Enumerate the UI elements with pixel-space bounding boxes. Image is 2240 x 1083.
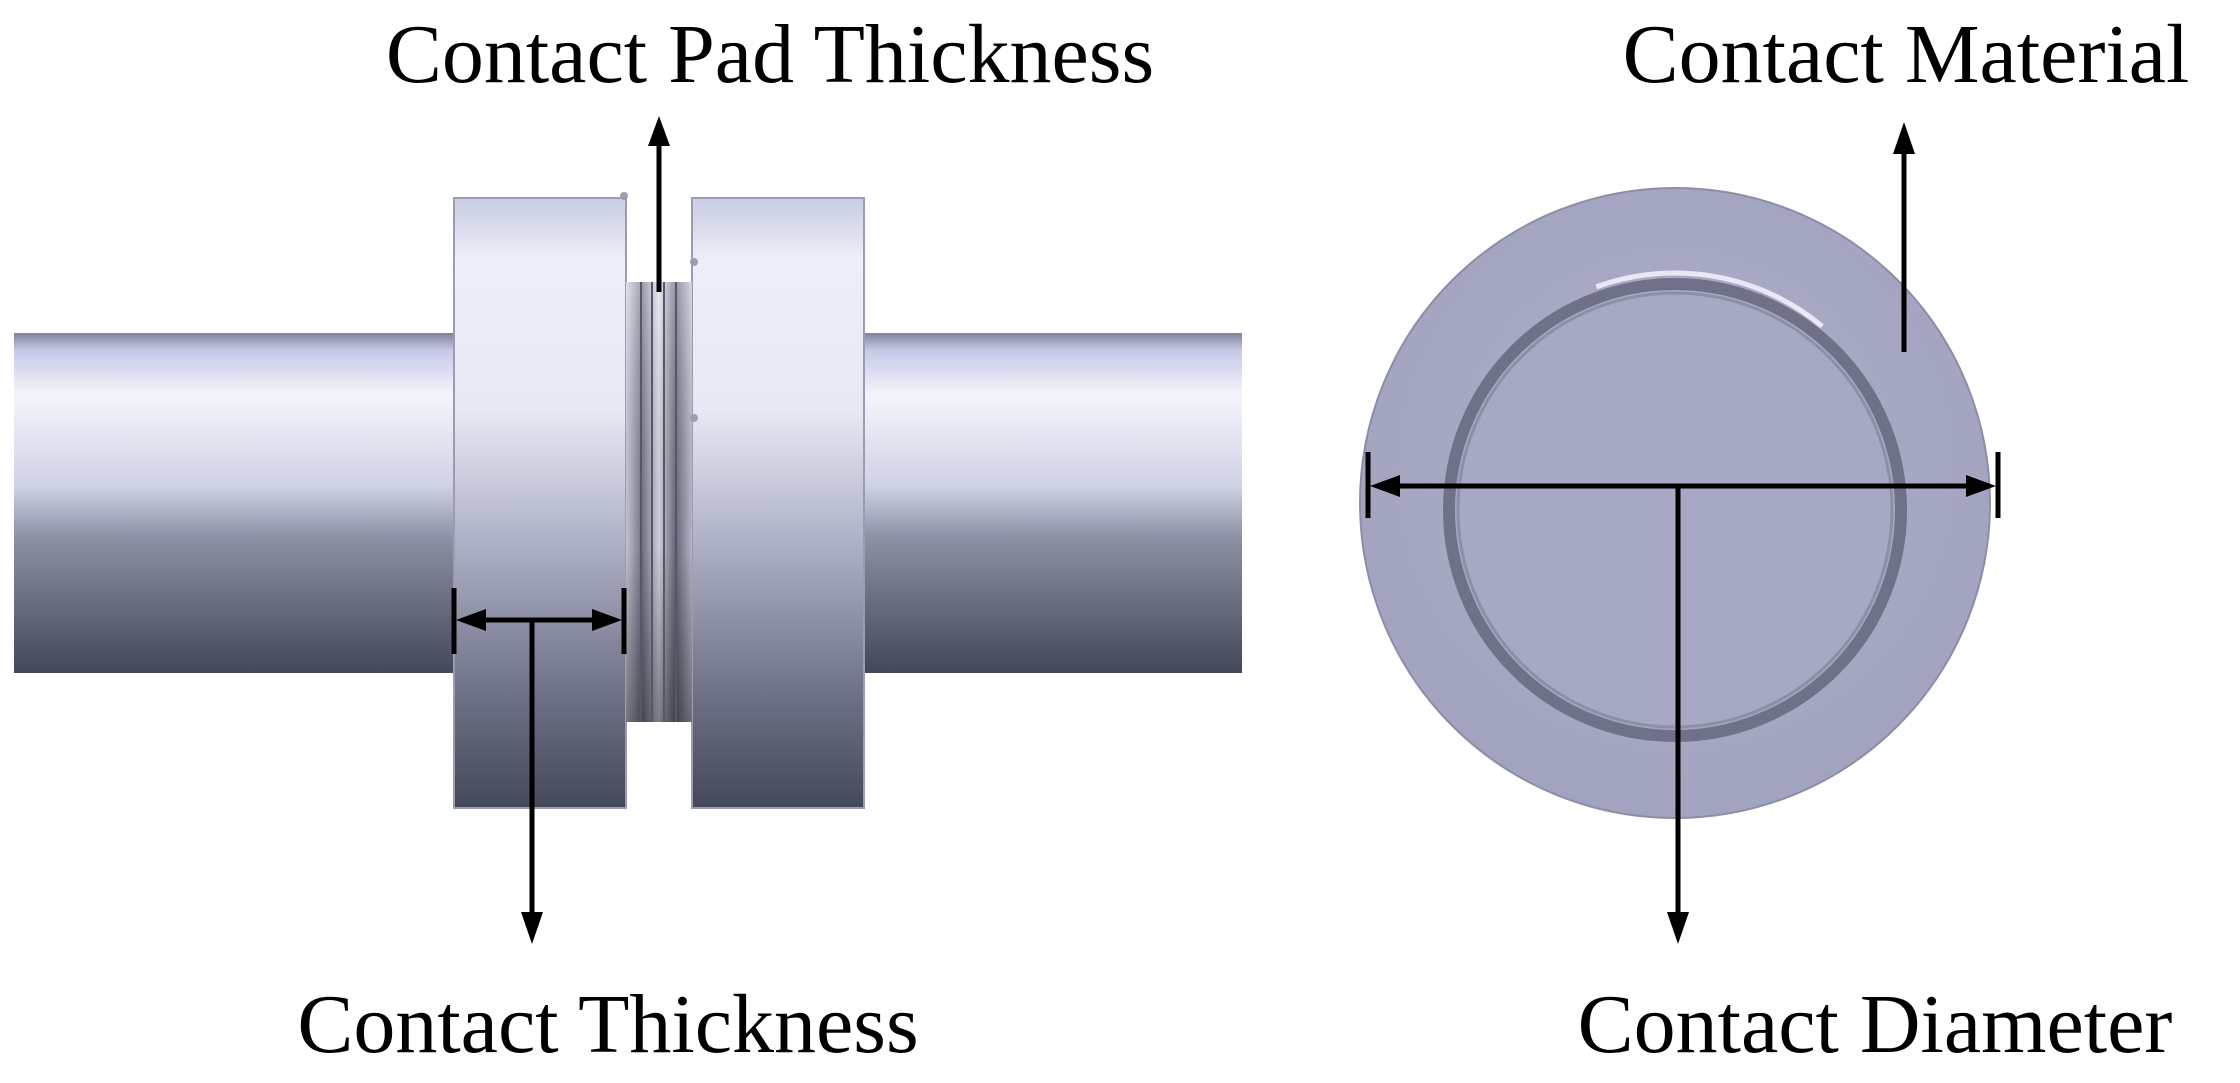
side-view <box>14 192 1242 809</box>
left-contact-flange <box>453 197 627 809</box>
label-contact-pad-thickness: Contact Pad Thickness <box>386 8 1154 101</box>
contact-pad <box>620 192 698 722</box>
pad-thickness-arrow <box>648 116 670 292</box>
contact-diameter-dimension <box>1365 452 2001 944</box>
left-rod <box>14 333 460 673</box>
contact-thickness-dimension <box>451 588 627 944</box>
label-contact-diameter: Contact Diameter <box>1578 978 2173 1071</box>
right-rod <box>862 333 1242 673</box>
label-contact-thickness: Contact Thickness <box>297 978 918 1071</box>
contact-material-arrow <box>1893 122 1915 352</box>
label-contact-material: Contact Material <box>1623 8 2190 101</box>
contact-face-inner <box>1456 291 1894 729</box>
contact-face-rim <box>1443 278 1907 742</box>
right-contact-flange <box>691 197 865 809</box>
front-view <box>1359 187 1991 819</box>
